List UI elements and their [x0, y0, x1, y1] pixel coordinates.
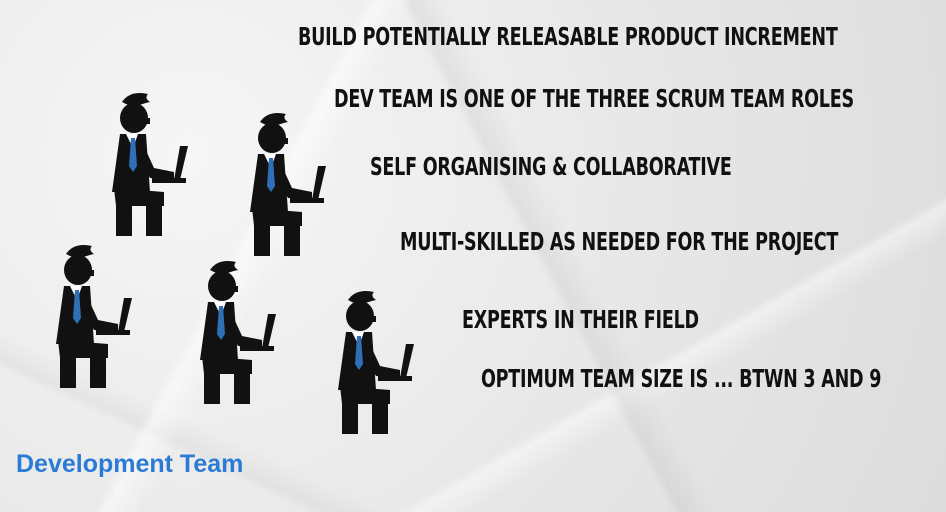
caption-development-team: Development Team: [16, 450, 244, 478]
point-self-organising: SELF ORGANISING & COLLABORATIVE: [370, 152, 732, 181]
point-experts: EXPERTS IN THEIR FIELD: [462, 305, 699, 334]
developer-at-laptop-icon: [338, 291, 414, 434]
developer-at-laptop-icon: [200, 261, 276, 404]
developer-at-laptop-icon: [112, 93, 188, 236]
point-build-increment: BUILD POTENTIALLY RELEASABLE PRODUCT INC…: [298, 22, 838, 51]
developer-figure-5: [296, 286, 426, 436]
developer-at-laptop-icon: [56, 245, 132, 388]
developer-figure-3: [14, 240, 144, 390]
point-scrum-team-role: DEV TEAM IS ONE OF THE THREE SCRUM TEAM …: [334, 84, 854, 113]
point-team-size: OPTIMUM TEAM SIZE IS ... BTWN 3 AND 9: [481, 364, 882, 393]
developer-figure-2: [208, 108, 338, 258]
developer-at-laptop-icon: [250, 113, 326, 256]
point-multi-skilled: MULTI-SKILLED AS NEEDED FOR THE PROJECT: [400, 227, 839, 256]
developer-figure-4: [158, 256, 288, 406]
developer-figure-1: [70, 88, 200, 238]
